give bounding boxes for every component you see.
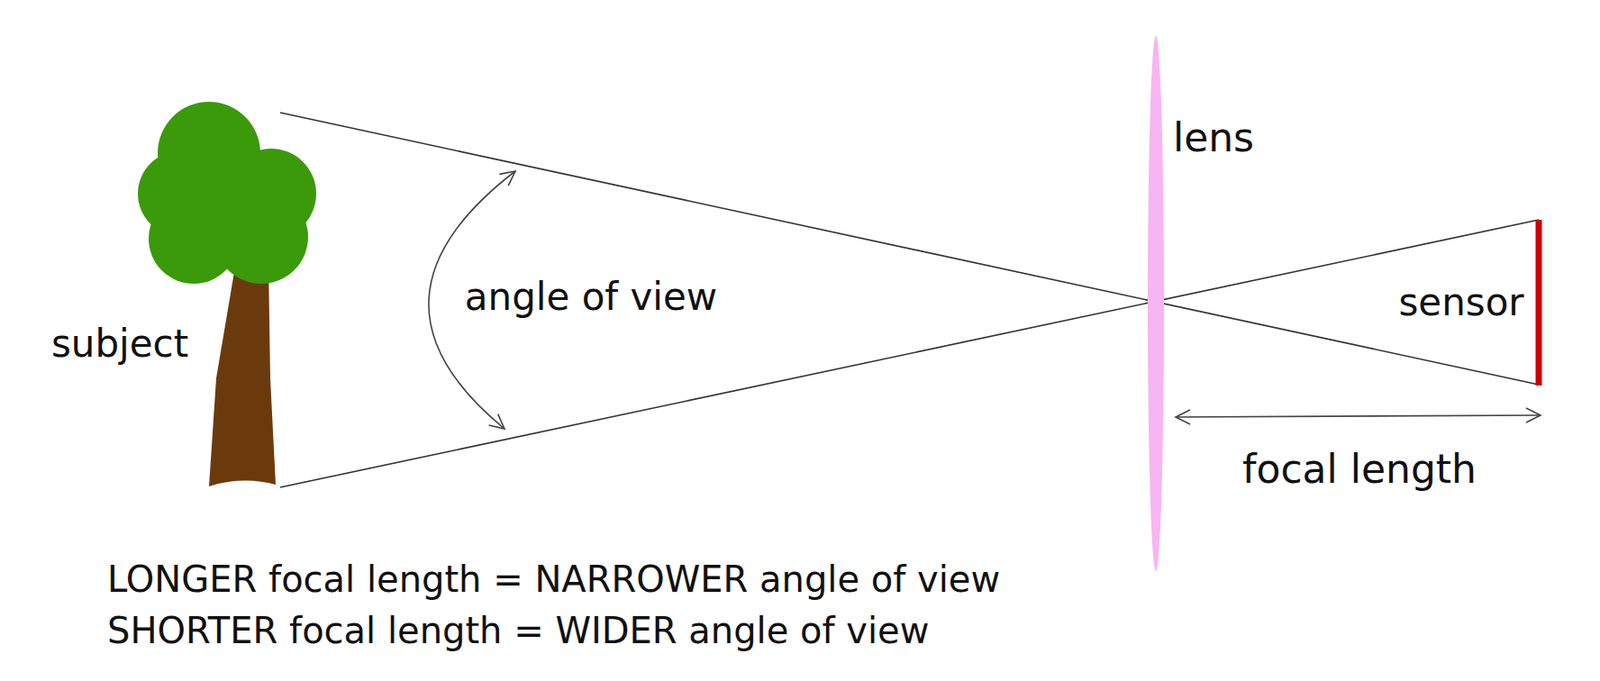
lens-shape (1147, 36, 1164, 572)
tree-illustration (137, 101, 317, 487)
light-ray (280, 112, 1539, 385)
focal-length-label: focal length (1242, 446, 1477, 493)
tree-canopy (137, 101, 317, 284)
rule-note: SHORTER focal length = WIDER angle of vi… (107, 609, 929, 652)
sensor-bar (1536, 219, 1543, 386)
subject-label: subject (51, 322, 189, 366)
rule-note: LONGER focal length = NARROWER angle of … (107, 558, 1000, 600)
tree-trunk (209, 261, 276, 487)
focal-length-arrow (1175, 415, 1541, 418)
sensor-label: sensor (1398, 281, 1524, 325)
angle-label: angle of view (464, 275, 718, 319)
lens-label: lens (1172, 115, 1255, 162)
